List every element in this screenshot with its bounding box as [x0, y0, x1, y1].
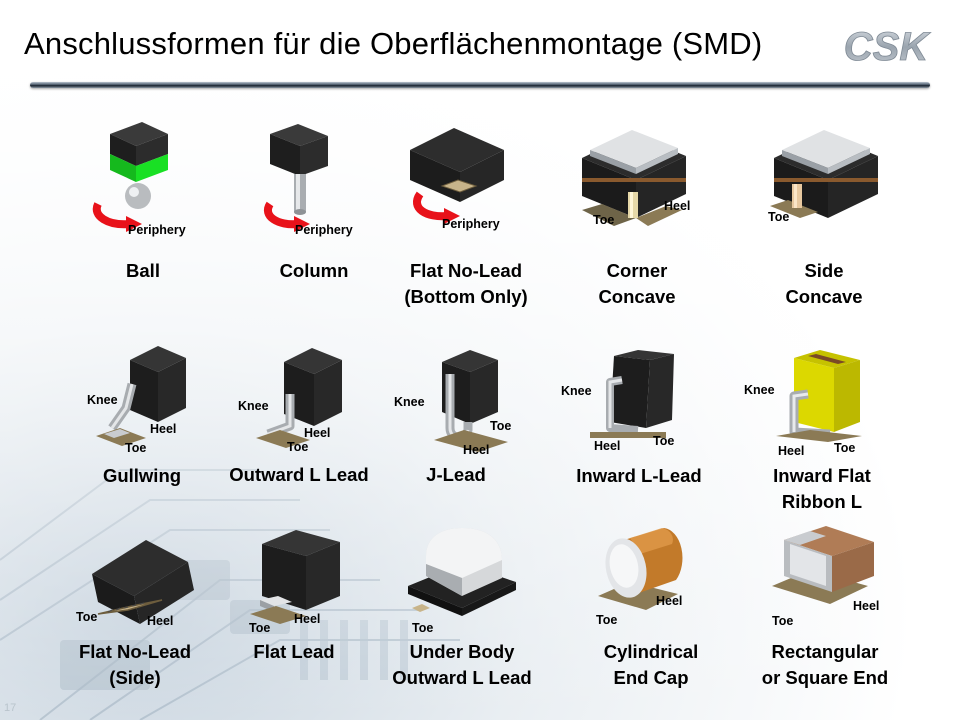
toe-label: Toe: [287, 440, 309, 454]
heel-label: Heel: [853, 599, 880, 613]
inward-l-lead-image: [590, 350, 674, 438]
label-j-lead: J-Lead: [426, 464, 486, 485]
toe-label: Toe: [653, 434, 675, 448]
knee-label: Knee: [561, 384, 592, 398]
corner-concave-image: [582, 130, 686, 226]
toe-label: Toe: [490, 419, 512, 433]
svg-text:CSK: CSK: [844, 25, 932, 68]
csk-logo: CSK: [843, 25, 932, 68]
flat-no-lead-bottom-image: [410, 128, 504, 224]
heel-label: Heel: [463, 443, 490, 457]
label-gullwing: Gullwing: [102, 465, 182, 486]
heel-label: Heel: [594, 439, 621, 453]
knee-label: Knee: [394, 395, 425, 409]
toe-label: Toe: [772, 614, 794, 628]
label-ball: Ball: [126, 260, 160, 281]
toe-label: Toe: [249, 621, 271, 635]
knee-label: Knee: [238, 399, 269, 413]
inward-flat-ribbon-l-image: [776, 350, 862, 442]
heel-label: Heel: [147, 614, 174, 628]
knee-label: Knee: [87, 393, 118, 407]
j-lead-image: [434, 350, 508, 452]
heel-label: Heel: [656, 594, 683, 608]
outward-l-lead-image: [256, 348, 342, 448]
flat-lead-image: [250, 530, 340, 624]
page-title: Anschlussformen für die Oberflächenmonta…: [24, 26, 763, 61]
column-terminal-image: [264, 124, 328, 232]
side-concave-image: [770, 130, 878, 218]
toe-label: Toe: [125, 441, 147, 455]
toe-label: Toe: [76, 610, 98, 624]
heel-label: Heel: [304, 426, 331, 440]
toe-label: Toe: [596, 613, 618, 627]
page-number: 17: [4, 702, 17, 714]
label-column: Column: [279, 260, 349, 281]
label-flat-no-lead-bottom: Flat No-Lead(Bottom Only): [404, 260, 528, 307]
under-body-outward-l-lead-image: [408, 528, 516, 616]
ball-terminal-image: [92, 122, 168, 232]
flat-no-lead-side-image: [92, 540, 194, 624]
cylindrical-end-cap-image: [598, 528, 683, 610]
knee-label: Knee: [744, 383, 775, 397]
heel-label: Heel: [664, 199, 691, 213]
toe-label: Toe: [412, 621, 434, 635]
periphery-label: Periphery: [295, 223, 353, 237]
title-divider: [30, 82, 930, 88]
toe-label: Toe: [593, 213, 615, 227]
periphery-label: Periphery: [128, 223, 186, 237]
label-outward-l-lead: Outward L Lead: [229, 464, 369, 485]
label-flat-no-lead-side: Flat No-Lead(Side): [78, 641, 192, 688]
heel-label: Heel: [778, 444, 805, 458]
toe-label: Toe: [768, 210, 790, 224]
heel-label: Heel: [150, 422, 177, 436]
label-inward-l-lead: Inward L-Lead: [576, 465, 702, 486]
heel-label: Heel: [294, 612, 321, 626]
rectangular-square-end-image: [772, 526, 874, 604]
periphery-label: Periphery: [442, 217, 500, 231]
gullwing-image: [96, 346, 186, 446]
label-flat-lead: Flat Lead: [253, 641, 335, 662]
toe-label: Toe: [834, 441, 856, 455]
